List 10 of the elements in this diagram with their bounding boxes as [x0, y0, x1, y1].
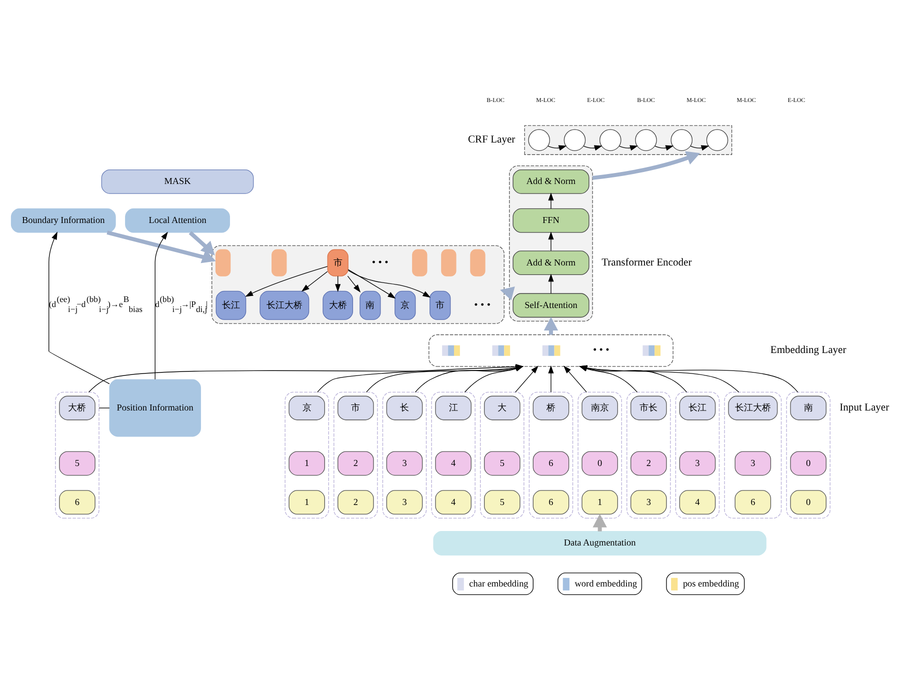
label: • • •	[592, 344, 610, 356]
label: Transformer Encoder	[602, 256, 692, 268]
label: Embedding Layer	[770, 344, 846, 356]
label: • • •	[474, 299, 491, 310]
label: Input Layer	[840, 402, 890, 413]
legend-label: pos embedding	[682, 578, 740, 588]
label: • • •	[372, 256, 388, 268]
label: CRF Layer	[468, 134, 516, 146]
legend-label: word embedding	[574, 578, 637, 588]
legend-label: char embedding	[469, 578, 528, 588]
